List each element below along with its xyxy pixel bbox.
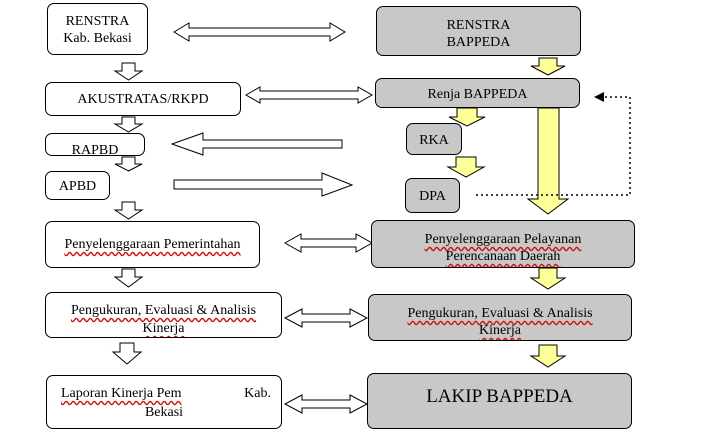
double-arrow-laporan (283, 394, 369, 414)
penyelenggaraan-pemerintahan-label: Penyelenggaraan Pemerintahan (64, 237, 241, 252)
laporan-kinerja-label-3: Bekasi (144, 405, 184, 420)
horizontal-arrows (170, 22, 374, 414)
lakip-bappeda-label: LAKIP BAPPEDA (426, 386, 573, 407)
renja-bappeda-label: Renja BAPPEDA (427, 87, 528, 102)
renja-bappeda-box: Renja BAPPEDA (375, 78, 580, 108)
renstra-bappeda-label-1: RENSTRA (446, 18, 511, 33)
rka-box: RKA (406, 123, 462, 155)
down-arrow-right-1 (530, 57, 566, 76)
pengukuran-right-label-2: Kinerja (479, 323, 521, 338)
feedback-dotted-arrow (476, 92, 631, 196)
double-arrow-penyelenggaraan (283, 233, 374, 253)
down-arrow-right-2 (448, 107, 486, 127)
rka-label: RKA (419, 133, 449, 148)
renstra-kab-label-2: Kab. Bekasi (63, 31, 132, 46)
akustratas-rkpd-label: AKUSTRATAS/RKPD (77, 92, 209, 107)
right-arrow-apbd (173, 172, 354, 197)
down-arrows-left (111, 62, 144, 365)
laporan-kinerja-label-2: Kab. (244, 386, 271, 401)
down-arrow-left-4 (113, 201, 144, 220)
penyelenggaraan-pelayanan-label-1: Penyelenggaraan Pelayanan (424, 232, 582, 247)
renstra-kab-bekasi-box: RENSTRA Kab. Bekasi (47, 3, 148, 55)
double-arrow-akustratas (244, 86, 374, 104)
down-arrow-right-4 (529, 267, 567, 290)
down-arrow-left-1 (113, 62, 144, 81)
pengukuran-left-label-1: Pengukuran, Evaluasi & Analisis (70, 303, 257, 318)
apbd-box: APBD (45, 171, 110, 200)
double-arrow-renstra (173, 22, 346, 42)
penyelenggaraan-pelayanan-box: Penyelenggaraan Pelayanan Perencanaan Da… (371, 220, 635, 268)
laporan-kinerja-box: Laporan Kinerja Pem Kab. Bekasi (46, 375, 282, 429)
double-arrow-pengukuran (283, 308, 369, 328)
pengukuran-right-box: Pengukuran, Evaluasi & Analisis Kinerja (368, 294, 632, 341)
penyelenggaraan-pelayanan-label-2: Perencanaan Daerah (445, 249, 561, 264)
apbd-label: APBD (58, 179, 97, 194)
renstra-bappeda-label-2: BAPPEDA (446, 35, 511, 50)
rapbd-label: RAPBD (71, 143, 119, 156)
renstra-bappeda-box: RENSTRA BAPPEDA (376, 6, 581, 56)
down-arrow-right-long (526, 107, 570, 215)
down-arrow-left-6 (111, 342, 143, 365)
dpa-label: DPA (419, 189, 446, 204)
pengukuran-left-box: Pengukuran, Evaluasi & Analisis Kinerja (45, 292, 282, 338)
pengukuran-right-label-1: Pengukuran, Evaluasi & Analisis (407, 306, 593, 321)
down-arrow-left-5 (113, 268, 144, 288)
down-arrow-left-3 (114, 156, 143, 172)
rapbd-box: RAPBD (45, 133, 145, 156)
lakip-bappeda-box: LAKIP BAPPEDA (367, 373, 632, 429)
renstra-kab-label-1: RENSTRA (65, 14, 130, 29)
penyelenggaraan-pemerintahan-box: Penyelenggaraan Pemerintahan (45, 221, 260, 268)
laporan-kinerja-label-1: Laporan Kinerja Pem (61, 386, 182, 401)
down-arrow-left-2 (113, 116, 144, 133)
akustratas-rkpd-box: AKUSTRATAS/RKPD (45, 82, 241, 116)
down-arrow-right-5 (529, 344, 567, 368)
down-arrow-right-3 (446, 156, 486, 178)
pengukuran-left-label-2: Kinerja (142, 321, 185, 336)
left-arrow-rapbd (170, 132, 343, 156)
down-arrows-right (446, 57, 570, 368)
dpa-box: DPA (405, 178, 460, 213)
